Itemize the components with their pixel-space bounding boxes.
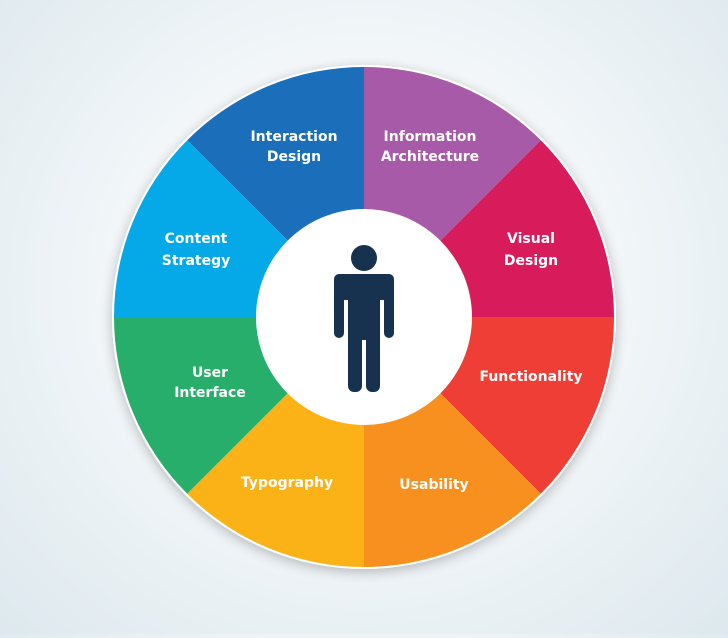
label-functionality: Functionality	[479, 369, 582, 385]
label-usability: Usability	[399, 477, 468, 493]
person-icon	[334, 245, 394, 392]
label-typography: Typography	[241, 475, 333, 491]
